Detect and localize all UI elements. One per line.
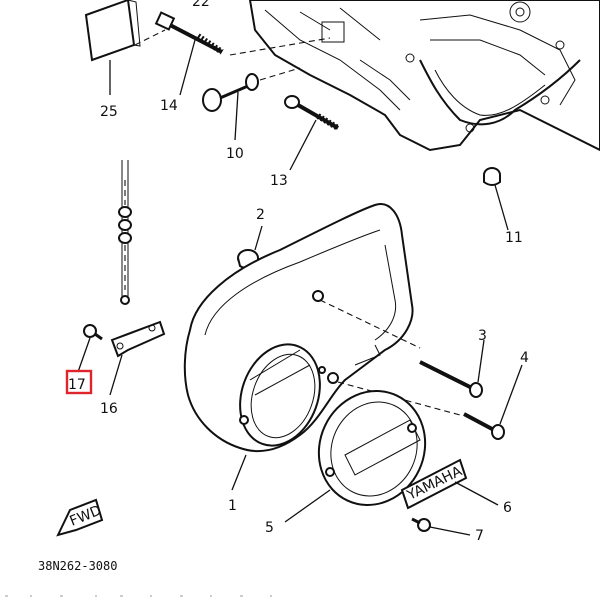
label-2: 2 (256, 207, 265, 223)
highlight-box-part-17[interactable] (65, 369, 93, 395)
small-screw-17 (77, 324, 103, 373)
label-5: 5 (265, 520, 274, 536)
bolt-4 (463, 364, 523, 440)
plug-10 (202, 67, 301, 141)
bracket-16 (109, 320, 166, 396)
label-14: 14 (160, 98, 178, 114)
dowel-11 (483, 167, 509, 231)
label-6: 6 (503, 500, 512, 516)
label-4: 4 (520, 350, 529, 366)
bolt-3 (419, 339, 485, 398)
label-3: 3 (478, 328, 487, 344)
bolt-13 (284, 95, 340, 171)
label-22: 22 (192, 0, 210, 10)
gasket-block (84, 0, 141, 95)
label-13: 13 (270, 173, 288, 189)
cable-assembly (118, 160, 132, 305)
label-10: 10 (226, 146, 244, 162)
label-17: 17 (68, 377, 86, 393)
label-11: 11 (505, 230, 523, 246)
label-25: 25 (100, 104, 118, 120)
fwd-arrow-icon: FWD (56, 498, 104, 537)
label-1: 1 (228, 498, 237, 514)
label-16: 16 (100, 401, 118, 417)
long-bolt-14 (134, 11, 331, 96)
round-cover-5 (284, 390, 427, 523)
diagram-code: 38N262-3080 (38, 559, 117, 573)
crankcase-housing (248, 0, 600, 152)
screw-7 (411, 517, 471, 536)
crankcase-cover-1 (183, 203, 461, 491)
label-7: 7 (475, 528, 484, 544)
